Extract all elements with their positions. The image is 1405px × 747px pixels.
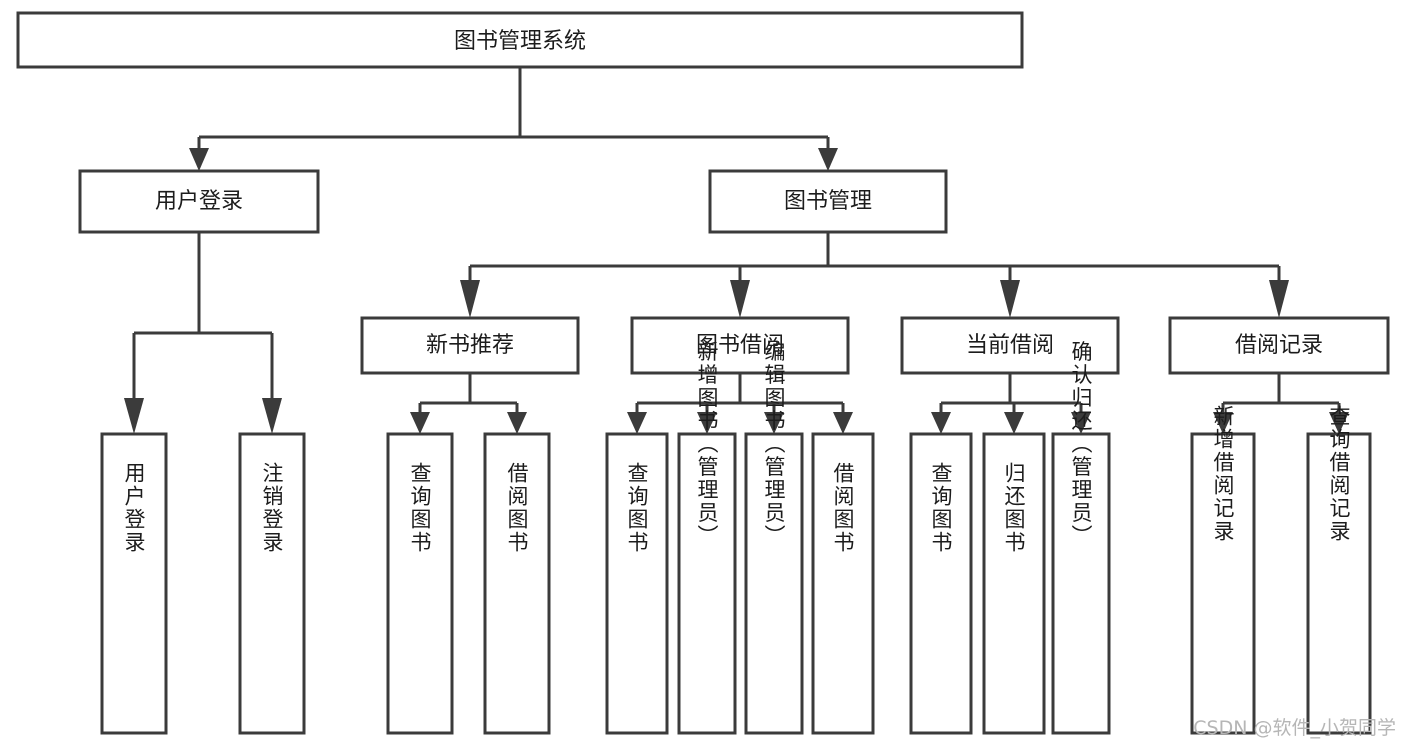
arrow-to-book-management	[818, 148, 838, 171]
arrow-to-b-book-1	[507, 412, 527, 434]
node-confirm-return-box[interactable]	[1051, 432, 1111, 735]
node-add-record-box[interactable]	[1190, 432, 1256, 735]
node-leaf-user-logout-box[interactable]	[238, 432, 306, 735]
node-query-record[interactable]: 查询借阅记录	[1306, 405, 1372, 735]
node-q-book-3[interactable]: 查询图书	[909, 432, 973, 735]
arrow-to-book-borrow	[730, 280, 750, 318]
node-confirm-return[interactable]: 确认归还（管理员）	[1051, 341, 1111, 735]
node-book-management-label: 图书管理	[784, 189, 872, 214]
node-new-book-recommend[interactable]: 新书推荐	[360, 316, 580, 375]
node-user-login-box[interactable]	[78, 169, 320, 234]
node-edit-book-box[interactable]	[744, 432, 804, 735]
node-root[interactable]: 图书管理系统	[16, 11, 1024, 69]
connector-new-book-trunk	[418, 373, 519, 414]
node-book-borrow-label: 图书借阅	[696, 333, 784, 358]
arrow-to-confirm-return	[1071, 412, 1091, 434]
node-user-login-label: 用户登录	[155, 189, 243, 214]
node-borrow-record-box[interactable]	[1168, 316, 1390, 375]
node-leaf-user-login[interactable]: 用户登录	[100, 432, 168, 735]
arrow-to-q-book-3	[931, 412, 951, 434]
node-q-book-1-box[interactable]	[386, 432, 454, 735]
node-b-book-2[interactable]: 借阅图书	[811, 432, 875, 735]
connector-bookmgmt-trunk	[468, 232, 1281, 282]
node-book-management[interactable]: 图书管理	[708, 169, 948, 234]
node-leaf-user-logout[interactable]: 注销登录	[238, 432, 306, 735]
node-borrow-record[interactable]: 借阅记录	[1168, 316, 1390, 375]
connector-borrow-record-trunk	[1221, 373, 1341, 414]
watermark-label: CSDN @软件_小贺同学	[1193, 717, 1396, 739]
node-book-management-box[interactable]	[708, 169, 948, 234]
node-add-book[interactable]: 新增图书（管理员）	[677, 341, 737, 735]
node-q-book-3-label: 查询图书	[929, 462, 953, 554]
node-root-box[interactable]	[16, 11, 1024, 69]
node-b-book-1-label: 借阅图书	[505, 462, 529, 554]
node-b-book-2-box[interactable]	[811, 432, 875, 735]
node-b-book-2-label: 借阅图书	[831, 462, 855, 554]
arrow-to-borrow-record	[1269, 280, 1289, 318]
node-query-record-box[interactable]	[1306, 432, 1372, 735]
node-q-book-2-box[interactable]	[605, 432, 669, 735]
node-book-borrow-box[interactable]	[630, 316, 850, 375]
node-user-login[interactable]: 用户登录	[78, 169, 320, 234]
node-add-book-box[interactable]	[677, 432, 737, 735]
node-q-book-2-label: 查询图书	[625, 462, 649, 554]
arrow-to-return-book	[1004, 412, 1024, 434]
node-return-book[interactable]: 归还图书	[982, 432, 1046, 735]
connector-root-trunk	[197, 67, 830, 150]
node-book-borrow[interactable]: 图书借阅	[630, 316, 850, 375]
node-leaf-user-login-box[interactable]	[100, 432, 168, 735]
connector-layer	[124, 67, 1349, 434]
node-new-book-recommend-box[interactable]	[360, 316, 580, 375]
node-add-book-label: 新增图书（管理员）	[695, 341, 719, 548]
arrow-to-current-borrow	[1000, 280, 1020, 318]
arrow-to-q-book-2	[627, 412, 647, 434]
node-query-record-label: 查询借阅记录	[1327, 405, 1351, 543]
node-add-record-label: 新增借阅记录	[1211, 405, 1235, 543]
node-b-book-1[interactable]: 借阅图书	[483, 432, 551, 735]
node-q-book-1-label: 查询图书	[408, 462, 432, 554]
node-new-book-recommend-label: 新书推荐	[426, 333, 514, 358]
arrow-to-add-record	[1213, 412, 1233, 434]
node-edit-book[interactable]: 编辑图书（管理员）	[744, 341, 804, 735]
arrow-to-new-book-recommend	[460, 280, 480, 318]
arrow-to-query-record	[1329, 412, 1349, 434]
node-q-book-2[interactable]: 查询图书	[605, 432, 669, 735]
node-confirm-return-label: 确认归还（管理员）	[1069, 341, 1093, 548]
node-current-borrow[interactable]: 当前借阅	[900, 316, 1120, 375]
node-q-book-1[interactable]: 查询图书	[386, 432, 454, 735]
node-borrow-record-label: 借阅记录	[1235, 333, 1323, 358]
node-current-borrow-label: 当前借阅	[966, 333, 1054, 358]
connector-book-borrow-trunk	[635, 373, 845, 414]
arrow-to-leaf-user-logout	[262, 398, 282, 434]
connector-current-borrow-trunk	[939, 373, 1083, 414]
node-current-borrow-box[interactable]	[900, 316, 1120, 375]
node-leaf-user-logout-label: 注销登录	[260, 462, 284, 554]
arrow-to-edit-book	[764, 412, 784, 434]
node-edit-book-label: 编辑图书（管理员）	[762, 341, 786, 548]
arrow-to-user-login	[189, 148, 209, 171]
node-return-book-label: 归还图书	[1002, 462, 1026, 554]
node-q-book-3-box[interactable]	[909, 432, 973, 735]
arrow-to-add-book	[697, 412, 717, 434]
node-b-book-1-box[interactable]	[483, 432, 551, 735]
arrow-to-b-book-2	[833, 412, 853, 434]
node-add-record[interactable]: 新增借阅记录	[1190, 405, 1256, 735]
node-leaf-user-login-label: 用户登录	[122, 462, 146, 554]
node-return-book-box[interactable]	[982, 432, 1046, 735]
arrow-to-q-book-1	[410, 412, 430, 434]
arrow-to-leaf-user-login	[124, 398, 144, 434]
node-root-label: 图书管理系统	[454, 29, 586, 54]
connector-user-login-trunk	[132, 232, 274, 400]
